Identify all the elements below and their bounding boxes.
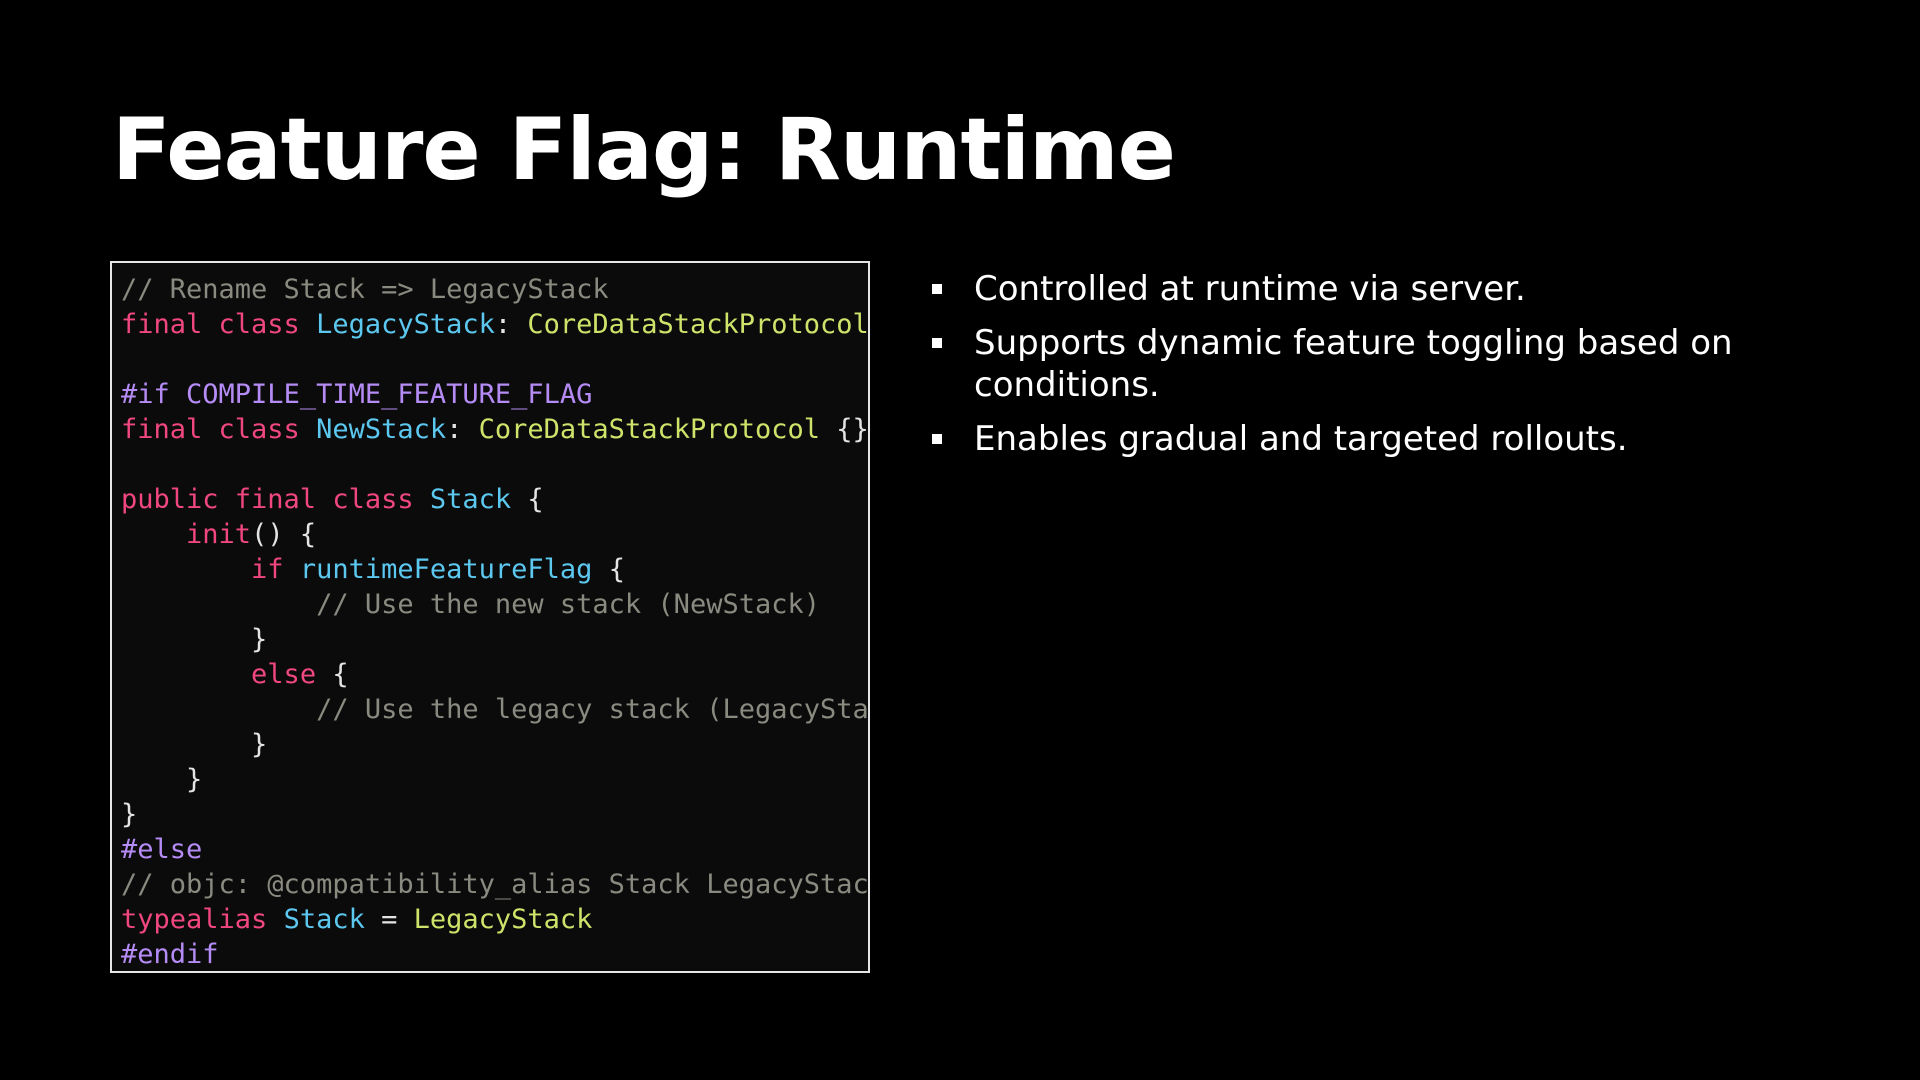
bullet-marker-icon bbox=[932, 338, 942, 348]
bullet-marker-icon bbox=[932, 434, 942, 444]
code-token-type: NewStack bbox=[316, 414, 447, 445]
code-token-directive: #if bbox=[121, 379, 187, 410]
code-line: // Use the new stack (NewStack) bbox=[121, 587, 868, 622]
code-line: // Use the legacy stack (LegacyStack) bbox=[121, 692, 868, 727]
code-line: // objc: @compatibility_alias Stack Lega… bbox=[121, 867, 868, 902]
code-token-plain: { } bbox=[869, 309, 870, 340]
code-line: init() { bbox=[121, 517, 868, 552]
code-line bbox=[121, 447, 868, 482]
code-line: public final class Stack { bbox=[121, 482, 868, 517]
bullet-item: Enables gradual and targeted rollouts. bbox=[928, 418, 1858, 460]
bullet-text: Controlled at runtime via server. bbox=[974, 269, 1526, 309]
code-line: #endif bbox=[121, 937, 868, 971]
code-line: final class LegacyStack: CoreDataStackPr… bbox=[121, 307, 868, 342]
bullet-text: Supports dynamic feature toggling based … bbox=[974, 323, 1733, 405]
code-token-plain bbox=[121, 659, 251, 690]
code-token-keyword: if bbox=[251, 554, 300, 585]
code-line: } bbox=[121, 762, 868, 797]
code-token-protocol: CoreDataStackProtocol bbox=[527, 309, 869, 340]
code-token-plain: : bbox=[494, 309, 528, 340]
code-token-type: Stack bbox=[283, 904, 365, 935]
code-token-type: runtimeFeatureFlag bbox=[299, 554, 593, 585]
bullet-marker-icon bbox=[932, 284, 942, 294]
code-token-protocol: LegacyStack bbox=[413, 904, 593, 935]
code-token-protocol: CoreDataStackProtocol bbox=[478, 414, 821, 445]
code-token-keyword: final class bbox=[121, 309, 317, 340]
code-token-plain: : bbox=[446, 414, 479, 445]
bullet-item: Controlled at runtime via server. bbox=[928, 268, 1858, 310]
code-token-keyword: typealias bbox=[121, 904, 284, 935]
code-line: #if COMPILE_TIME_FEATURE_FLAG bbox=[121, 377, 868, 412]
code-token-plain: } bbox=[121, 624, 268, 655]
code-token-plain: { bbox=[511, 484, 544, 515]
code-token-directive: #else bbox=[121, 834, 203, 865]
code-token-keyword: init bbox=[186, 519, 252, 550]
code-token-type: LegacyStack bbox=[316, 309, 495, 340]
code-token-comment: // Rename Stack => LegacyStack bbox=[121, 274, 609, 305]
code-line bbox=[121, 342, 868, 377]
code-token-plain bbox=[121, 519, 186, 550]
code-token-directive: COMPILE_TIME_FEATURE_FLAG bbox=[186, 379, 593, 410]
bullet-text: Enables gradual and targeted rollouts. bbox=[974, 419, 1628, 459]
code-token-plain: {} bbox=[820, 414, 869, 445]
code-token-comment: // Use the new stack (NewStack) bbox=[121, 589, 820, 620]
code-token-keyword: public final class bbox=[121, 484, 430, 515]
code-token-directive: #endif bbox=[121, 939, 219, 970]
code-token-type: Stack bbox=[429, 484, 512, 515]
code-line: final class NewStack: CoreDataStackProto… bbox=[121, 412, 868, 447]
code-token-comment: // Use the legacy stack (LegacyStack) bbox=[121, 694, 870, 725]
code-line: } bbox=[121, 622, 868, 657]
code-token-plain: } bbox=[121, 764, 203, 795]
code-token-plain: () { bbox=[251, 519, 317, 550]
code-line: if runtimeFeatureFlag { bbox=[121, 552, 868, 587]
code-token-plain: { bbox=[316, 659, 349, 690]
code-token-plain: } bbox=[121, 729, 268, 760]
code-token-plain: } bbox=[121, 799, 138, 830]
slide-title: Feature Flag: Runtime bbox=[112, 100, 1176, 200]
code-token-keyword: final class bbox=[121, 414, 317, 445]
code-line: typealias Stack = LegacyStack bbox=[121, 902, 868, 937]
code-line: else { bbox=[121, 657, 868, 692]
code-line: #else bbox=[121, 832, 868, 867]
code-token-plain: = bbox=[364, 904, 414, 935]
code-token-comment: // objc: @compatibility_alias Stack Lega… bbox=[121, 869, 870, 900]
code-token-plain bbox=[121, 554, 251, 585]
code-line: } bbox=[121, 727, 868, 762]
code-token-keyword: else bbox=[251, 659, 317, 690]
code-token-plain: { bbox=[592, 554, 625, 585]
code-line: // Rename Stack => LegacyStack bbox=[121, 272, 868, 307]
bullet-item: Supports dynamic feature toggling based … bbox=[928, 322, 1858, 406]
bullet-list: Controlled at runtime via server. Support… bbox=[928, 268, 1858, 472]
code-line: } bbox=[121, 797, 868, 832]
